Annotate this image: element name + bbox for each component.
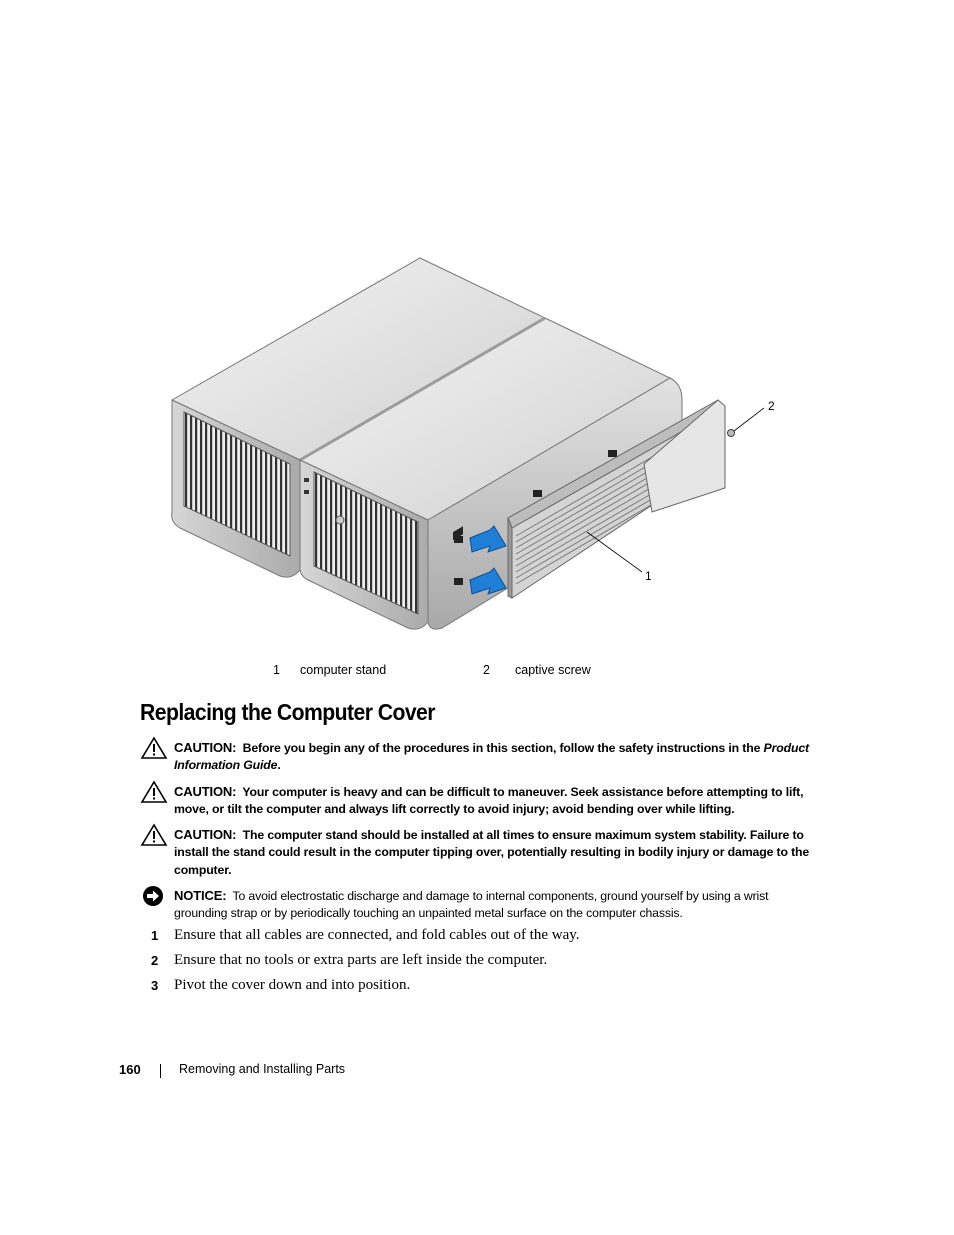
step-item: 2 Ensure that no tools or extra parts ar… bbox=[140, 952, 820, 977]
step-number: 1 bbox=[151, 928, 159, 943]
step-item: 1 Ensure that all cables are connected, … bbox=[140, 927, 820, 952]
caution-text: The computer stand should be installed a… bbox=[174, 828, 810, 877]
caution-note-1: CAUTION: Before you begin any of the pro… bbox=[140, 736, 820, 775]
step-item: 3 Pivot the cover down and into position… bbox=[140, 977, 820, 1002]
captive-screw-icon bbox=[727, 429, 735, 437]
product-information-guide-ref: Product Information Guide bbox=[174, 741, 809, 773]
callout-2: 2 bbox=[768, 399, 775, 413]
step-number: 2 bbox=[151, 953, 159, 968]
caution-note-2: CAUTION: Your computer is heavy and can … bbox=[140, 780, 820, 819]
page-number: 160 bbox=[119, 1062, 141, 1077]
caution-note-3: CAUTION: The computer stand should be in… bbox=[140, 823, 820, 879]
legend-label-1: computer stand bbox=[300, 663, 387, 677]
computer-stand-illustration: 1 2 bbox=[150, 250, 790, 640]
caution-text: Before you begin any of the procedures i… bbox=[242, 741, 761, 755]
caution-text-end: . bbox=[277, 758, 281, 773]
insertion-arrow-lower bbox=[469, 567, 507, 595]
section-title: Replacing the Computer Cover bbox=[140, 699, 435, 725]
caution-triangle-icon bbox=[140, 736, 168, 759]
step-text: Ensure that all cables are connected, an… bbox=[174, 927, 580, 943]
legend-label-2: captive screw bbox=[515, 663, 591, 677]
notice-tag: NOTICE: bbox=[174, 888, 227, 903]
notice-text: To avoid electrostatic discharge and dam… bbox=[174, 889, 769, 921]
step-number: 3 bbox=[151, 978, 159, 993]
footer-divider bbox=[160, 1064, 161, 1078]
procedure-steps: 1 Ensure that all cables are connected, … bbox=[140, 927, 820, 1002]
notice-note: NOTICE: To avoid electrostatic discharge… bbox=[140, 886, 820, 923]
stand-end-plate bbox=[643, 399, 726, 513]
step-text: Pivot the cover down and into position. bbox=[174, 977, 411, 993]
computer-stand-diagram: 1 2 bbox=[170, 257, 775, 630]
legend-number-1: 1 bbox=[273, 663, 280, 677]
caution-tag: CAUTION: bbox=[174, 827, 237, 842]
caution-triangle-icon bbox=[140, 780, 168, 803]
callout-1: 1 bbox=[645, 569, 652, 583]
insertion-arrow-upper bbox=[469, 525, 507, 553]
footer-section-name: Removing and Installing Parts bbox=[179, 1062, 346, 1076]
caution-text: Your computer is heavy and can be diffic… bbox=[174, 785, 804, 817]
legend-number-2: 2 bbox=[483, 663, 490, 677]
caution-tag: CAUTION: bbox=[174, 784, 237, 799]
caution-triangle-icon bbox=[140, 823, 168, 846]
notice-arrow-icon bbox=[143, 886, 163, 906]
caution-tag: CAUTION: bbox=[174, 740, 237, 755]
step-text: Ensure that no tools or extra parts are … bbox=[174, 952, 548, 968]
